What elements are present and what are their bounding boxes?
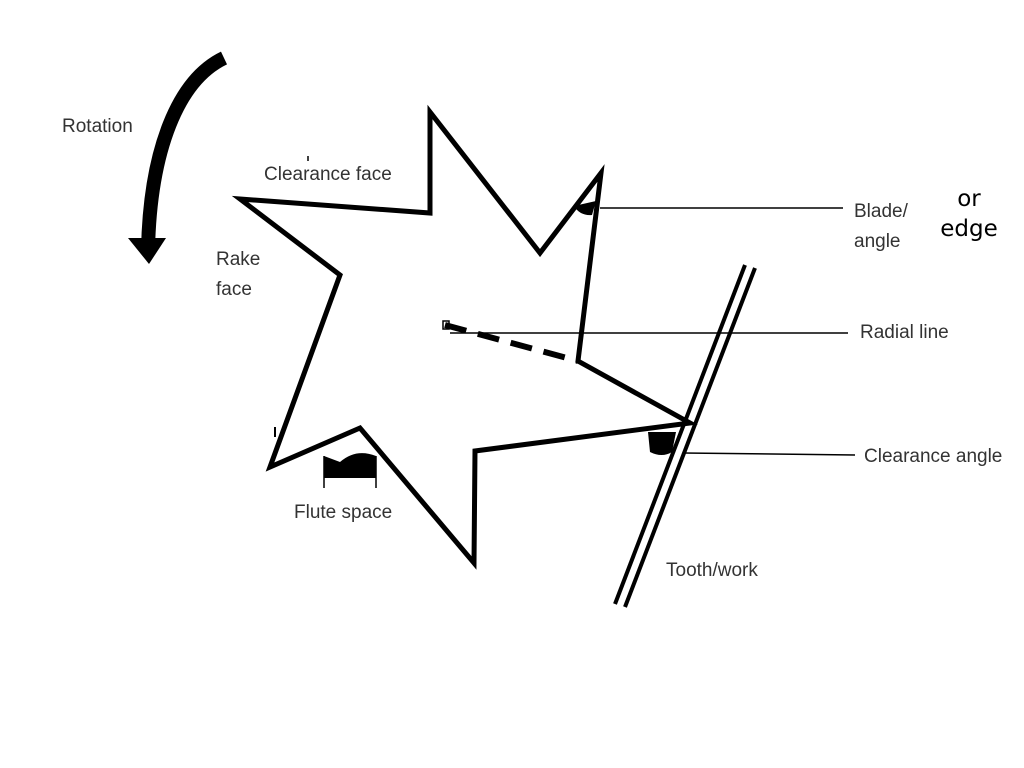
flute-space-marker [323, 453, 377, 488]
clearance-angle-leader [682, 452, 856, 456]
work-surface [613, 264, 757, 608]
blade-angle-marker [574, 201, 596, 216]
label-blade-angle: Blade/ angle [854, 201, 908, 252]
cutter-outline [231, 104, 698, 570]
label-radial-line: Radial line [860, 322, 949, 343]
label-rotation: Rotation [62, 116, 133, 137]
radial-line-dashed [444, 322, 579, 364]
label-clearance-angle: Clearance angle [864, 446, 1003, 467]
radial-line-origin-marker [442, 320, 450, 330]
label-tooth-work: Tooth/work [666, 560, 758, 581]
label-or-edge: or edge [940, 186, 998, 242]
rotation-arrow [128, 51, 228, 264]
label-flute-space: Flute space [294, 502, 393, 523]
label-clearance-face: Clearance face [264, 164, 392, 185]
clearance-angle-marker [648, 432, 676, 455]
label-rake-face: Rake face [216, 249, 261, 300]
